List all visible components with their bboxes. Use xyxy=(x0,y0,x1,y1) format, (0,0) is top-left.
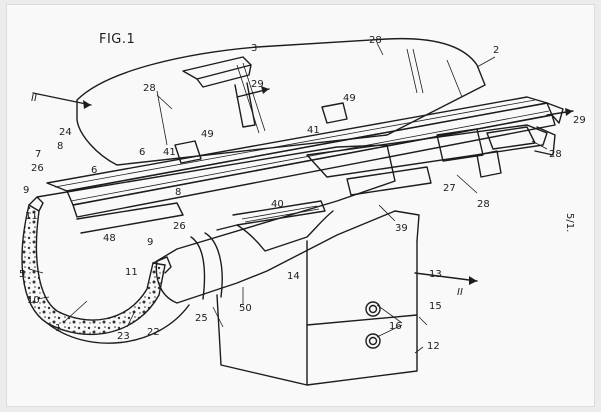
label-11-left: 11 xyxy=(25,211,38,222)
label-24: 24 xyxy=(59,127,72,138)
label-40: 40 xyxy=(271,199,284,210)
trough-section xyxy=(21,196,190,344)
patent-figure-drawing: FIG.1 5/1. 2 3 28 28 28 28 29 29 49 49 7… xyxy=(19,32,586,386)
label-15: 15 xyxy=(429,301,442,312)
label-6-mid: 6 xyxy=(139,147,145,158)
label-25: 25 xyxy=(195,313,208,324)
label-28-right: 28 xyxy=(549,149,562,160)
rail-assembly xyxy=(46,96,564,218)
page-mark: 5/1. xyxy=(564,213,575,232)
drive-mechanism xyxy=(306,124,556,196)
label-II-left: II xyxy=(31,93,37,104)
support-base xyxy=(216,210,420,386)
label-50: 50 xyxy=(239,303,252,314)
upper-cover xyxy=(76,37,486,166)
label-11-mid: 11 xyxy=(125,267,138,278)
label-26-mid: 26 xyxy=(173,221,186,232)
label-8-mid: 8 xyxy=(175,187,181,198)
label-1: 1 xyxy=(55,323,61,334)
section-markers xyxy=(32,86,574,285)
label-16: 16 xyxy=(389,321,402,332)
side-skirts xyxy=(190,232,223,300)
label-9-mid: 9 xyxy=(147,237,153,248)
label-29-left: 29 xyxy=(251,79,264,90)
label-29-right: 29 xyxy=(573,115,586,126)
label-48: 48 xyxy=(103,233,116,244)
label-2: 2 xyxy=(493,45,499,56)
label-49-right: 49 xyxy=(343,93,356,104)
label-3: 3 xyxy=(251,43,257,54)
label-41-left: 41 xyxy=(163,147,176,158)
label-22: 22 xyxy=(147,327,160,338)
label-9-left: 9 xyxy=(23,185,29,196)
rail-posts xyxy=(174,102,348,164)
label-39: 39 xyxy=(395,223,408,234)
label-27: 27 xyxy=(443,183,456,194)
top-bracket xyxy=(182,56,256,128)
label-49-left: 49 xyxy=(201,129,214,140)
label-8-left: 8 xyxy=(57,141,63,152)
patent-drawing-sheet: FIG.1 5/1. 2 3 28 28 28 28 29 29 49 49 7… xyxy=(6,4,595,407)
label-14: 14 xyxy=(287,271,300,282)
label-28-lower: 28 xyxy=(477,199,490,210)
label-5: 5 xyxy=(19,269,25,280)
label-41-right: 41 xyxy=(307,125,320,136)
label-26-left: 26 xyxy=(31,163,44,174)
figure-title: FIG.1 xyxy=(99,32,135,47)
label-6-left: 6 xyxy=(91,165,97,176)
label-10: 10 xyxy=(27,295,40,306)
label-II-right: II xyxy=(457,287,463,298)
label-13: 13 xyxy=(429,269,442,280)
label-7: 7 xyxy=(35,149,41,160)
leader-lines xyxy=(28,42,548,354)
label-28-top: 28 xyxy=(369,35,382,46)
label-23: 23 xyxy=(117,331,130,342)
label-28-left: 28 xyxy=(143,83,156,94)
label-12: 12 xyxy=(427,341,440,352)
